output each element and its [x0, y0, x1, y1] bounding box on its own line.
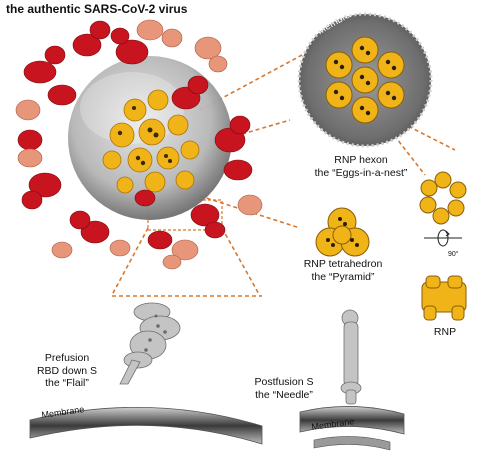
pyramid-caption: RNP tetrahedron the “Pyramid” [284, 258, 402, 283]
prefusion-caption-line1: Prefusion [44, 352, 90, 364]
rnp-caption: RNP [433, 326, 457, 338]
prefusion-caption: Prefusion RBD down S the “Flail” [28, 352, 106, 390]
prefusion-caption-line2: RBD down S [36, 364, 98, 377]
diagram-title: the authentic SARS-CoV-2 virus [6, 2, 188, 16]
postfusion-spike [340, 309, 362, 405]
rnp-side-view [421, 275, 467, 321]
membrane-right [299, 406, 405, 435]
postfusion-caption: Postfusion S the “Needle” [234, 376, 334, 401]
hexon-caption: RNP hexon the “Eggs-in-a-nest” [296, 154, 426, 179]
rnp-top-view [419, 171, 467, 225]
rotation-icon [424, 229, 462, 247]
internal-rnps [102, 89, 200, 194]
rnp-hexon [297, 12, 433, 148]
hexon-caption-line2: the “Eggs-in-a-nest” [314, 166, 408, 179]
postfusion-caption-line1: Postfusion S [254, 376, 314, 388]
postfusion-caption-line2: the “Needle” [255, 388, 313, 401]
spike-proteins-dark [17, 20, 253, 250]
prefusion-caption-line3: the “Flail” [45, 377, 89, 390]
virus-particle [15, 19, 263, 270]
pyramid-caption-line2: the “Pyramid” [311, 270, 375, 283]
spike-proteins-light [15, 19, 263, 270]
membrane-right-inner [313, 436, 391, 451]
pyramid-caption-line1: RNP tetrahedron [303, 258, 383, 270]
prefusion-spike [119, 302, 181, 385]
hexon-caption-line1: RNP hexon [334, 154, 388, 166]
rnp-tetrahedron [315, 207, 370, 257]
hexon-rnp-eggs [325, 36, 405, 124]
membrane-left [29, 406, 263, 445]
rotation-label: 90° [448, 250, 459, 258]
